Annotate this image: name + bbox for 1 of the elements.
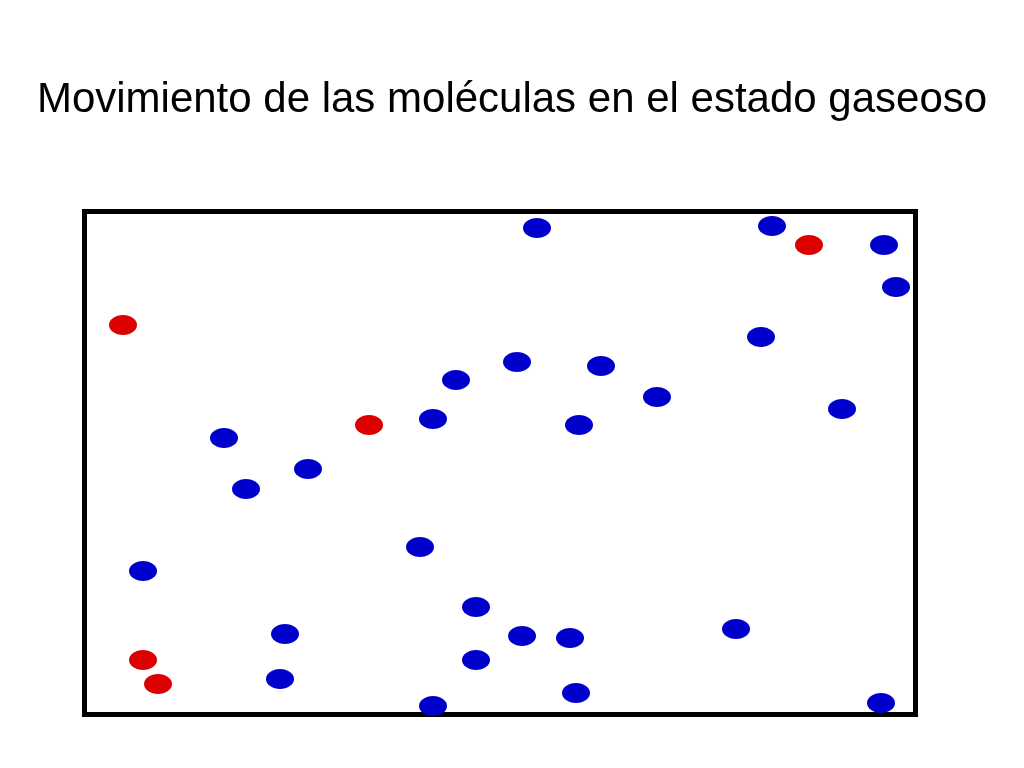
slide-title: Movimiento de las moléculas en el estado gaseoso bbox=[35, 73, 989, 123]
